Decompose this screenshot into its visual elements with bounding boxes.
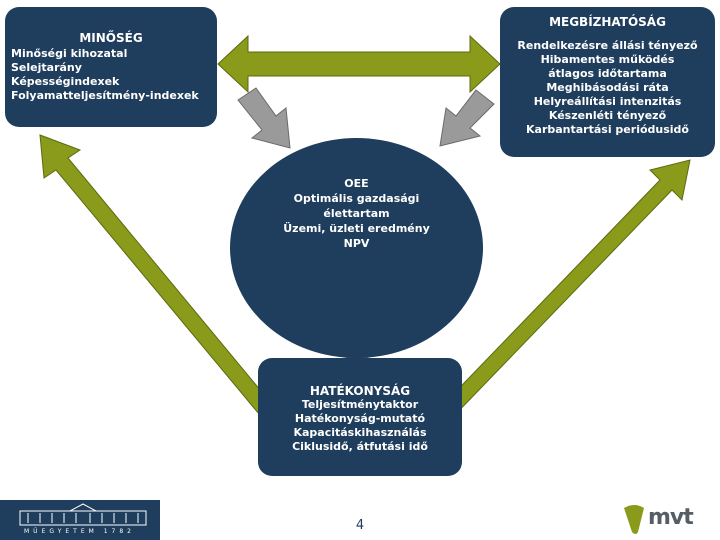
reliability-item: Helyreállítási intenzitás [533,95,682,108]
center-item: Üzemi, üzleti eredmény [283,222,430,235]
efficiency-title: HATÉKONYSÁG [309,384,411,398]
reliability-item: Karbantartási periódusidő [526,123,689,136]
oee-circle: OEE Optimális gazdasági élettartam Üzemi… [230,138,483,358]
reliability-item: Rendelkezésre állási tényező [517,39,698,52]
quality-item: Minőségi kihozatal [11,47,128,60]
reliability-item: Hibamentes működés [540,53,675,66]
building-caption: MŰEGYETEM 1782 [24,528,135,535]
reliability-item: átlagos időtartama [548,67,667,80]
efficiency-item: Teljesítménytaktor [301,398,419,411]
mvt-logo-icon [624,505,644,534]
quality-title: MINŐSÉG [79,31,143,45]
footer-band [0,500,160,540]
efficiency-item: Ciklusidő, átfutási idő [292,440,428,453]
center-item: élettartam [323,207,390,220]
efficiency-item: Kapacitáskihasználás [293,426,427,439]
quality-box: MINŐSÉG Minőségi kihozatal Selejtarány K… [5,7,217,127]
efficiency-item: Hatékonyság-mutató [294,412,426,425]
university-building-icon [19,503,147,526]
quality-item: Képességindexek [11,75,120,88]
center-item: OEE [344,177,369,190]
quality-item: Selejtarány [11,61,82,74]
quality-item: Folyamatteljesítmény-indexek [11,89,199,102]
reliability-item: Készenléti tényező [548,109,667,122]
arrow-quality-reliability [217,34,501,94]
reliability-box: MEGBÍZHATÓSÁG Rendelkezésre állási ténye… [500,7,715,157]
page-number: 4 [355,518,365,533]
arrow-reliability-center [439,89,495,147]
reliability-item: Meghibásodási ráta [546,81,669,94]
mvt-logo-text: mvt [648,505,694,530]
arrow-quality-center [237,87,291,149]
reliability-title: MEGBÍZHATÓSÁG [549,15,666,29]
center-item: NPV [343,237,370,250]
center-item: Optimális gazdasági [293,192,420,205]
efficiency-box: HATÉKONYSÁG Teljesítménytaktor Hatékonys… [258,358,462,476]
